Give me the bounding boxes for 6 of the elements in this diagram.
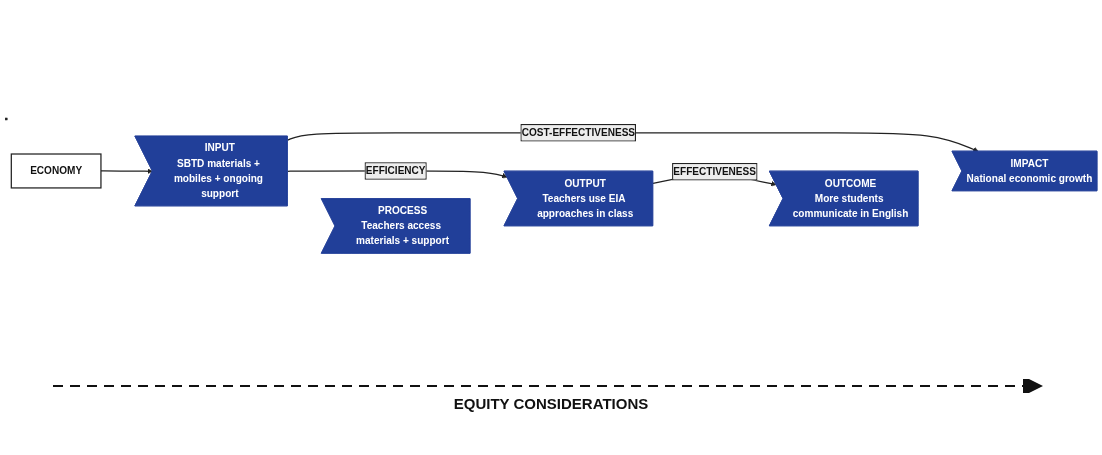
caption-text: EQUITY CONSIDERATIONS [452, 395, 650, 412]
edge-label: EFFECTIVENESS [673, 165, 756, 177]
node-box: ECONOMY [10, 152, 102, 189]
edge-label: COST-EFFECTIVENESS [521, 126, 636, 138]
edge-label: EFFICIENCY [365, 164, 426, 176]
arrow [100, 168, 153, 174]
